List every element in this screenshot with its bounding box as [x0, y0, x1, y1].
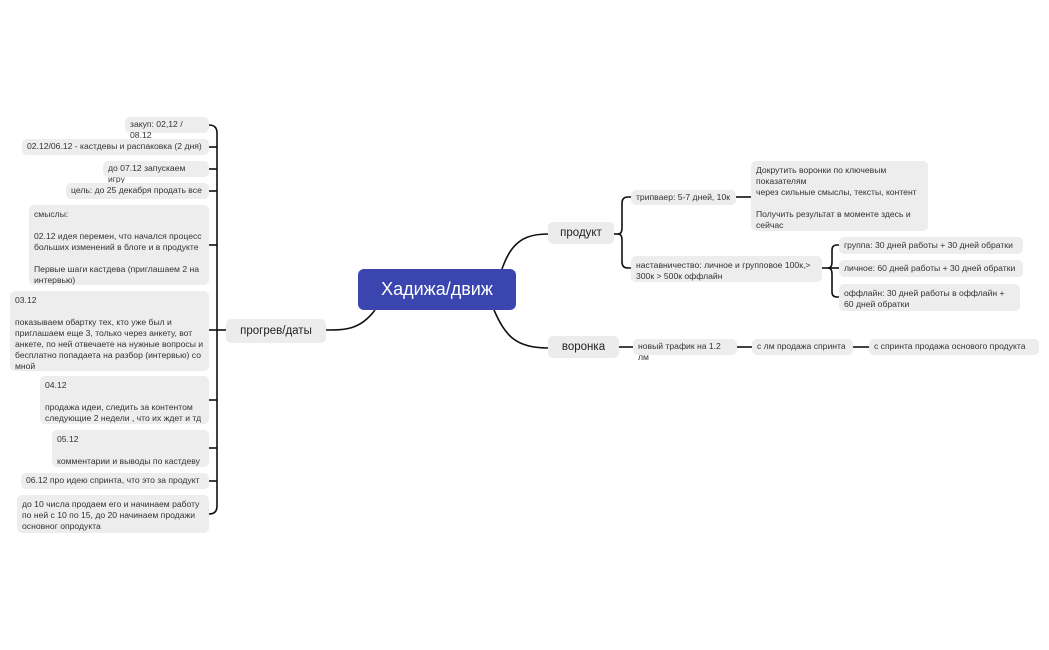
warmup-item-goal[interactable]: цель: до 25 декабря продать все — [66, 183, 209, 199]
warmup-item-0312[interactable]: 03.12 показываем обартку тех, кто уже бы… — [10, 291, 209, 371]
warmup-item-sales[interactable]: до 10 числа продаем его и начинаем работ… — [17, 495, 209, 533]
warmup-item-0512[interactable]: 05.12 комментарии и выводы по кастдеву — [52, 430, 209, 467]
funnel-step-traffic[interactable]: новый трафик на 1.2 лм — [633, 339, 737, 362]
warmup-item-game[interactable]: до 07.12 запускаем игру — [103, 161, 209, 184]
funnel-step-sprint[interactable]: с лм продажа спринта — [752, 339, 853, 355]
root-topic[interactable]: Хадижа/движ — [358, 269, 516, 310]
tripwire-node[interactable]: трипваер: 5-7 дней, 10к — [631, 190, 736, 205]
mentoring-personal-item[interactable]: личное: 60 дней работы + 30 дней обратки — [839, 260, 1023, 277]
mentoring-node[interactable]: наставничество: личное и групповое 100к,… — [631, 256, 822, 282]
tripwire-note[interactable]: Докрутить воронки по ключевым показателя… — [751, 161, 928, 231]
branch-warmup[interactable]: прогрев/даты — [226, 319, 326, 343]
warmup-item-meanings[interactable]: смыслы: 02.12 идея перемен, что начался … — [29, 205, 209, 285]
branch-funnel[interactable]: воронка — [548, 336, 619, 358]
mentoring-group-item[interactable]: группа: 30 дней работы + 30 дней обратки — [839, 237, 1023, 254]
mentoring-offline-item[interactable]: оффлайн: 30 дней работы в оффлайн + 60 д… — [839, 284, 1020, 311]
funnel-step-main-product[interactable]: с спринта продажа основого продукта — [869, 339, 1039, 355]
branch-product[interactable]: продукт — [548, 222, 614, 244]
warmup-item-purchase[interactable]: закуп: 02,12 / 08.12 — [125, 117, 209, 140]
warmup-item-custdev[interactable]: 02.12/06.12 - кастдевы и распаковка (2 д… — [22, 139, 209, 155]
warmup-item-0612[interactable]: 06.12 про идею спринта, что это за проду… — [21, 473, 209, 489]
warmup-item-0412[interactable]: 04.12 продажа идеи, следить за контентом… — [40, 376, 209, 424]
